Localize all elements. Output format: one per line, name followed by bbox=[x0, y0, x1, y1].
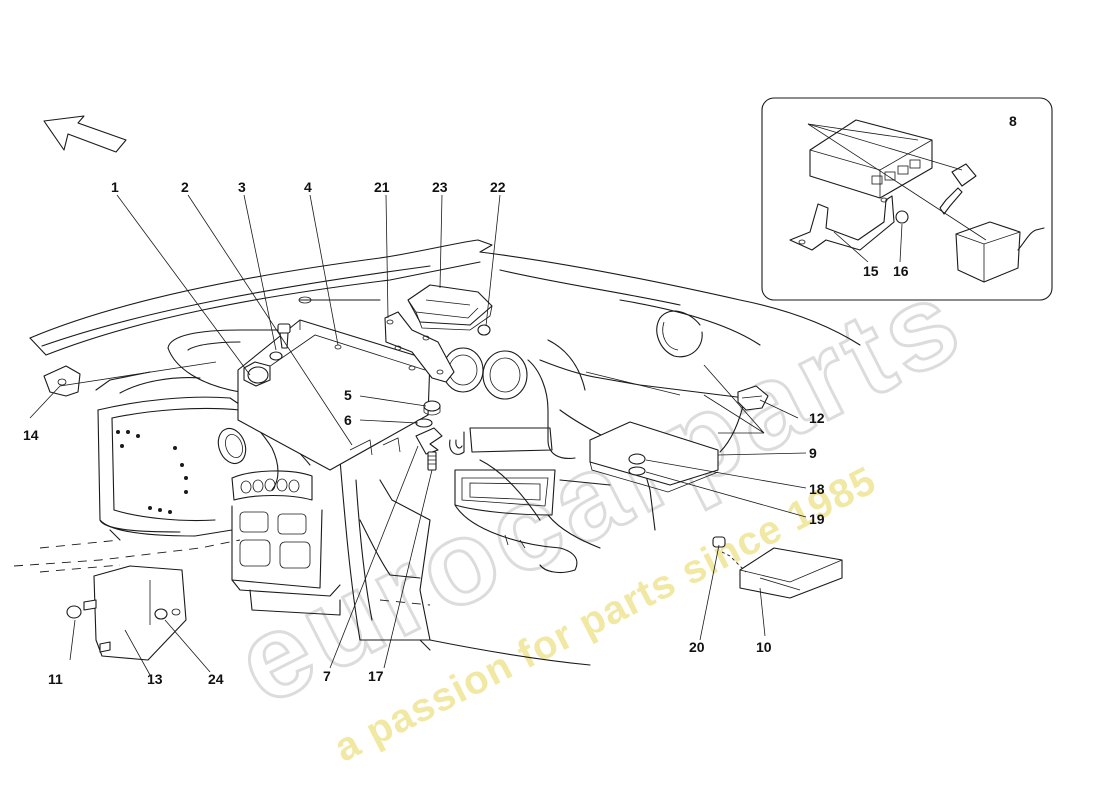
callout-8: 8 bbox=[1009, 113, 1017, 129]
hose-u-clip bbox=[449, 431, 465, 455]
leader-lines bbox=[29, 123, 987, 676]
callout-5: 5 bbox=[344, 387, 352, 403]
callout-18: 18 bbox=[809, 481, 825, 497]
callout-12: 12 bbox=[809, 410, 825, 426]
part-13-studs bbox=[83, 599, 111, 653]
part-22-nut[interactable] bbox=[477, 324, 491, 336]
part-12-clip[interactable] bbox=[737, 385, 769, 411]
callout-22-23: 23 bbox=[432, 179, 448, 195]
callout-17: 17 bbox=[368, 668, 384, 684]
callout-10: 10 bbox=[756, 639, 772, 655]
callout-15: 15 bbox=[863, 263, 879, 279]
part-17-stud[interactable] bbox=[427, 451, 437, 471]
callout-3: 3 bbox=[238, 179, 246, 195]
callout-13: 13 bbox=[147, 671, 163, 687]
callout-11: 11 bbox=[48, 671, 63, 687]
switch-row bbox=[240, 478, 300, 494]
part-7-clip[interactable] bbox=[415, 427, 443, 455]
part-11-nut[interactable] bbox=[66, 605, 82, 619]
part-21-bracket[interactable] bbox=[384, 311, 455, 383]
callout-22: 22 bbox=[490, 179, 506, 195]
part-15-bracket[interactable] bbox=[789, 195, 895, 251]
front-direction-arrow-icon bbox=[43, 115, 127, 153]
callout-6: 6 bbox=[344, 412, 352, 428]
part-23-control-unit[interactable] bbox=[407, 284, 493, 331]
part-9-module[interactable] bbox=[589, 421, 719, 493]
callout-7: 7 bbox=[323, 668, 331, 684]
callout-4: 4 bbox=[304, 179, 312, 195]
callout-1: 1 bbox=[111, 179, 119, 195]
part-6-washer[interactable] bbox=[415, 418, 433, 428]
part-18-grommet[interactable] bbox=[628, 453, 646, 465]
part-10-control-box[interactable] bbox=[739, 547, 843, 599]
callouts: 1 2 3 4 5 6 7 8 9 10 11 12 13 14 15 16 1… bbox=[23, 113, 1017, 687]
callout-14: 14 bbox=[23, 427, 39, 443]
part-8-central-unit[interactable] bbox=[809, 119, 933, 199]
callout-9: 9 bbox=[809, 445, 817, 461]
part-16-nut[interactable] bbox=[895, 210, 909, 224]
part-2-washer[interactable] bbox=[269, 351, 283, 361]
callout-21: 21 bbox=[374, 179, 390, 195]
panel-holes bbox=[116, 430, 188, 514]
callout-19: 19 bbox=[809, 511, 825, 527]
callout-24: 24 bbox=[208, 671, 224, 687]
callout-20: 20 bbox=[689, 639, 705, 655]
part-24-nut[interactable] bbox=[154, 608, 168, 620]
callout-16: 16 bbox=[893, 263, 909, 279]
part-8-sensor[interactable] bbox=[955, 221, 1045, 283]
part-14-bracket[interactable] bbox=[43, 365, 81, 397]
callout-2: 2 bbox=[181, 179, 189, 195]
part-8-key[interactable] bbox=[939, 163, 977, 215]
part-13-bracket-plate[interactable] bbox=[93, 565, 187, 661]
part-19-washer[interactable] bbox=[628, 466, 646, 476]
inset-frame bbox=[761, 97, 1053, 301]
